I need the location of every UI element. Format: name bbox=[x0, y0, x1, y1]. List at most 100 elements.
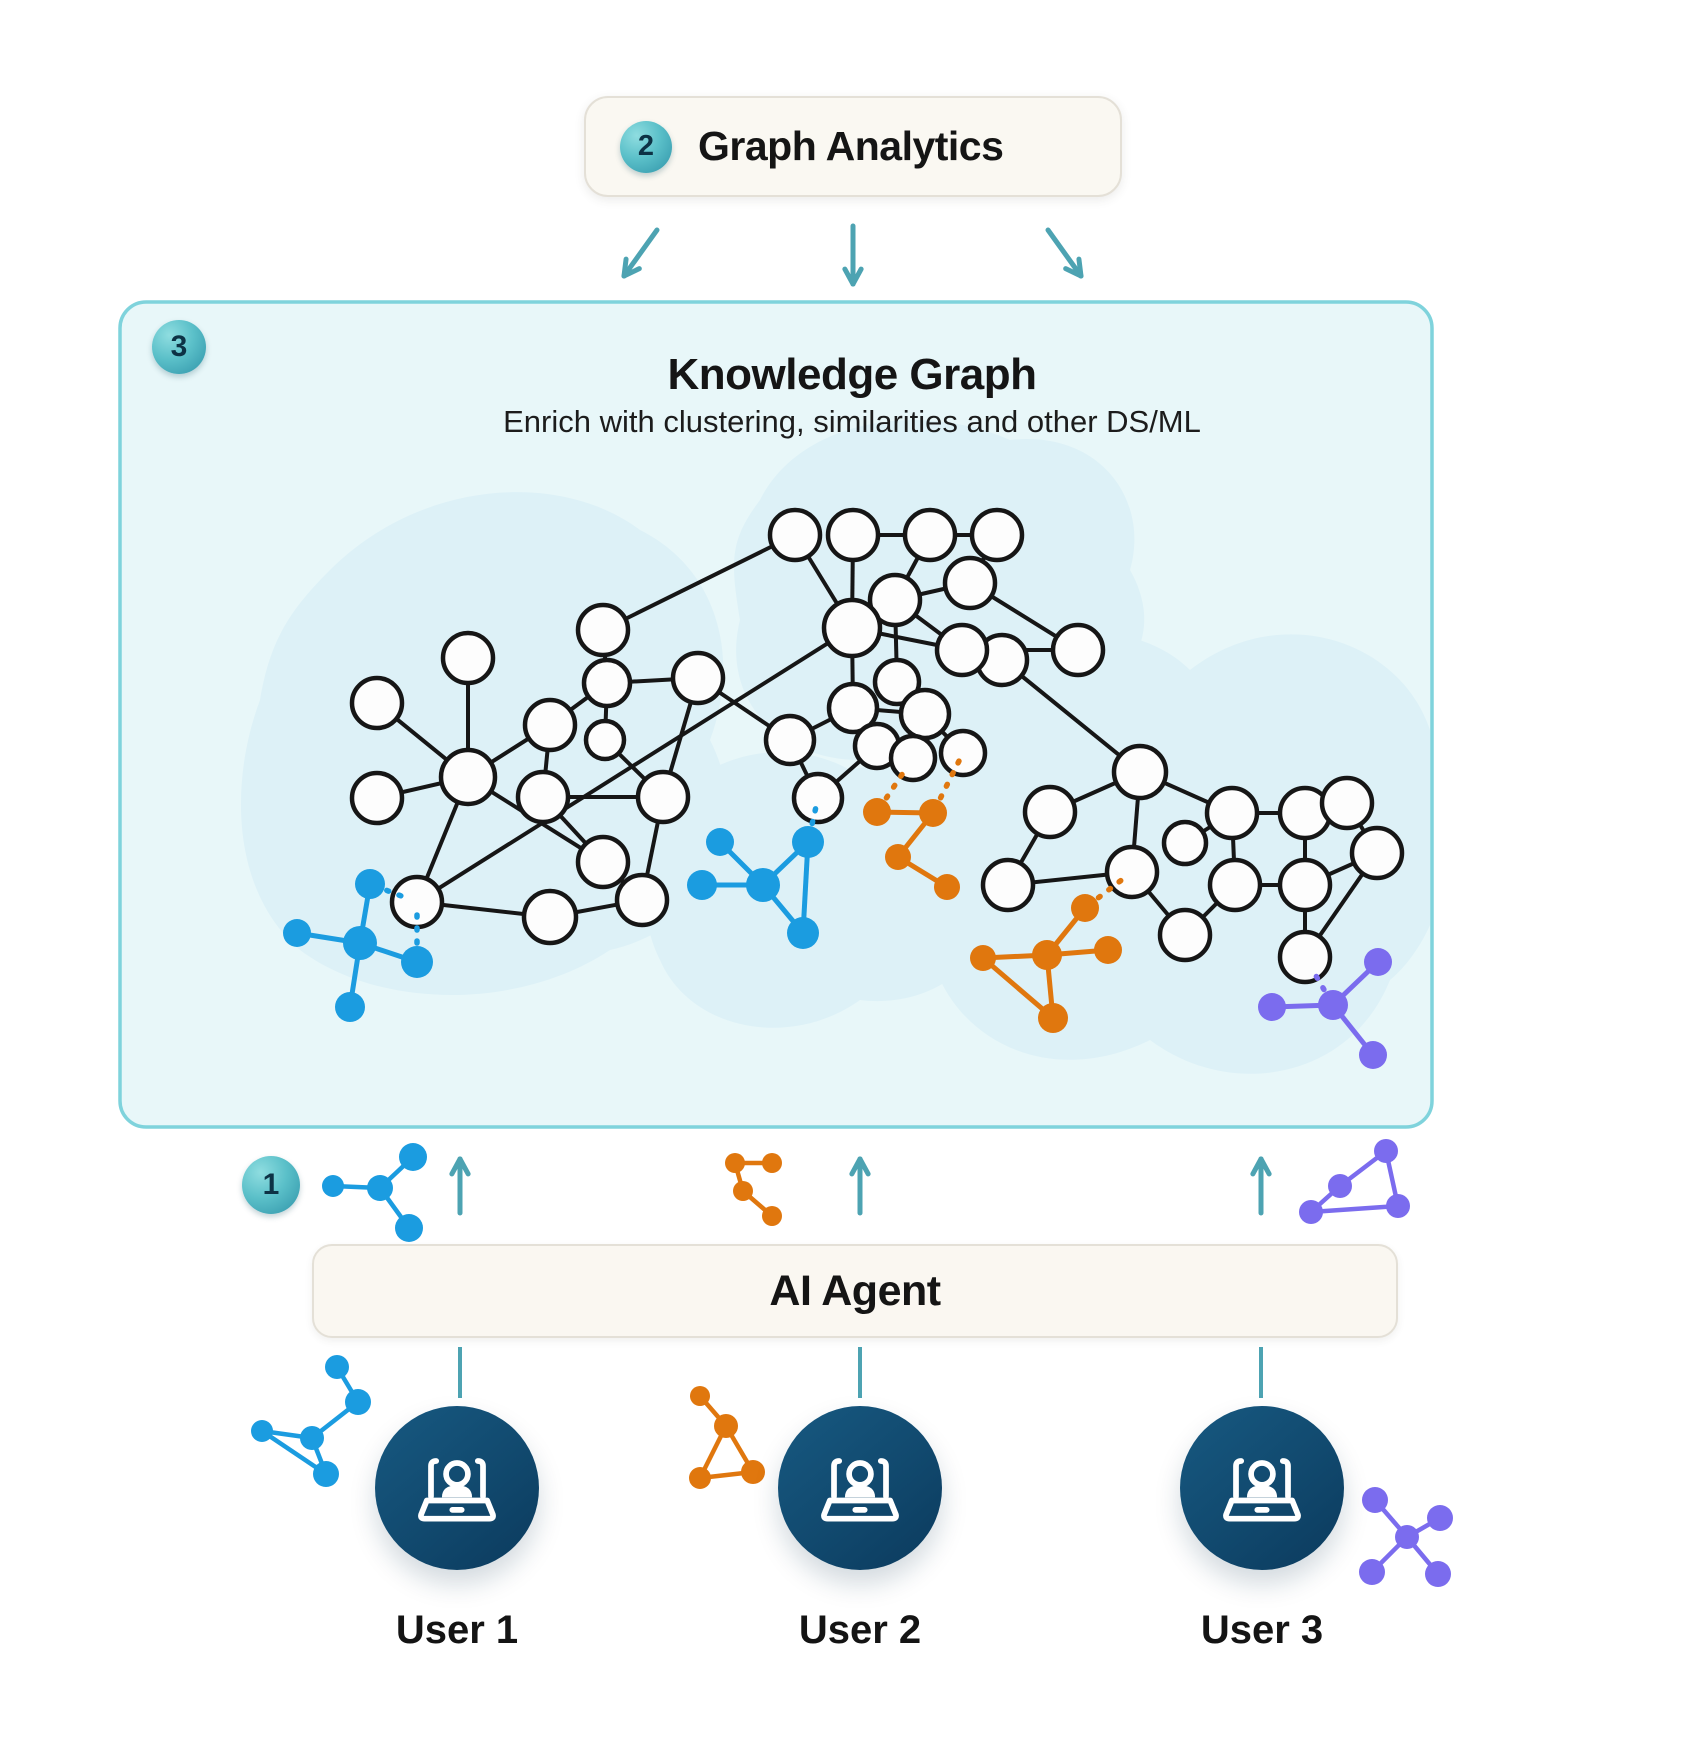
ingest-graph-user2-node bbox=[725, 1153, 745, 1173]
user-1-avatar bbox=[375, 1406, 539, 1570]
blue-community-node bbox=[335, 992, 365, 1022]
graph-node bbox=[1157, 907, 1213, 963]
graph-node bbox=[1349, 825, 1405, 881]
purple-community-node bbox=[1318, 990, 1348, 1020]
graph-node bbox=[521, 888, 579, 946]
ingest-graph-user1-node bbox=[322, 1175, 344, 1197]
user1-graph bbox=[251, 1355, 371, 1487]
user2-graph bbox=[689, 1386, 765, 1489]
up-arrow-icon bbox=[449, 1156, 471, 1216]
purple-community-node bbox=[1364, 948, 1392, 976]
orange-community-b-edge bbox=[981, 956, 1055, 1020]
ingest-up-arrows bbox=[449, 1156, 1272, 1216]
ingest-graph-user3-edge bbox=[1310, 1203, 1399, 1215]
user-1-label: User 1 bbox=[395, 1608, 519, 1652]
user2-graph-node bbox=[741, 1460, 765, 1484]
agent-user-connectors bbox=[458, 1347, 1263, 1398]
graph-node bbox=[942, 555, 998, 611]
cyan-community-dotted-link bbox=[809, 805, 819, 827]
graph-node bbox=[515, 769, 571, 825]
graph-node bbox=[1277, 857, 1333, 913]
ingest-graph-user3-node bbox=[1386, 1194, 1410, 1218]
ingest-graph-user3-node bbox=[1299, 1200, 1323, 1224]
graph-node bbox=[1204, 785, 1260, 841]
ai-agent-label: AI Agent bbox=[769, 1266, 941, 1315]
user-2-avatar bbox=[778, 1406, 942, 1570]
blue-community-node bbox=[355, 869, 385, 899]
graph-node bbox=[635, 769, 691, 825]
graph-node bbox=[825, 507, 881, 563]
ingest-graph-user3-node bbox=[1328, 1174, 1352, 1198]
blue-community-node bbox=[343, 926, 377, 960]
purple-community-node bbox=[1359, 1041, 1387, 1069]
graph-node bbox=[867, 572, 923, 628]
graph-node bbox=[349, 675, 405, 731]
orange-community-a-node bbox=[934, 874, 960, 900]
purple-community-node bbox=[1258, 993, 1286, 1021]
user-2-label: User 2 bbox=[798, 1608, 922, 1652]
graph-node bbox=[438, 747, 498, 807]
orange-community-b-dotted-link bbox=[1095, 876, 1126, 901]
graph-edge bbox=[415, 626, 854, 904]
graph-edge bbox=[602, 533, 796, 632]
ingest-graph-user2 bbox=[725, 1153, 782, 1226]
orange-community-a-node bbox=[919, 799, 947, 827]
blue-community-node bbox=[283, 919, 311, 947]
cyan-community-node bbox=[792, 826, 824, 858]
orange-community-a-node bbox=[863, 798, 891, 826]
ingest-graph-user3 bbox=[1299, 1139, 1410, 1224]
graph-node bbox=[767, 507, 823, 563]
graph-node bbox=[791, 771, 845, 825]
graph-node bbox=[763, 713, 817, 767]
user3-graph-node bbox=[1362, 1487, 1388, 1513]
user1-graph-node bbox=[325, 1355, 349, 1379]
ingest-graph-user2-node bbox=[762, 1206, 782, 1226]
cyan-community-node bbox=[687, 870, 717, 900]
graph-edge bbox=[1000, 658, 1142, 774]
graph-node bbox=[826, 681, 880, 735]
user2-graph-node bbox=[689, 1467, 711, 1489]
graph-node bbox=[581, 657, 633, 709]
graph-node bbox=[1022, 784, 1078, 840]
user3-graph-node bbox=[1427, 1505, 1453, 1531]
graph-node bbox=[821, 597, 883, 659]
graph-analytics-label: Graph Analytics bbox=[698, 123, 1004, 169]
cyan-community-node bbox=[746, 868, 780, 902]
graph-node bbox=[440, 630, 496, 686]
analytics-down-arrows bbox=[621, 223, 1084, 287]
user1-graph-node bbox=[300, 1426, 324, 1450]
user1-graph-node bbox=[251, 1420, 273, 1442]
graph-node bbox=[575, 602, 631, 658]
blue-community-dotted-link bbox=[384, 887, 409, 901]
user3-graph-node bbox=[1359, 1559, 1385, 1585]
cyan-community-node bbox=[787, 917, 819, 949]
community-nodes bbox=[283, 798, 1392, 1069]
orange-community-a-node bbox=[885, 844, 911, 870]
orange-community-b-node bbox=[1032, 940, 1062, 970]
blue-community-node bbox=[401, 946, 433, 978]
similarity-links bbox=[384, 758, 1327, 993]
graph-node bbox=[614, 872, 670, 928]
graph-node bbox=[1050, 622, 1106, 678]
graph-node bbox=[980, 857, 1036, 913]
knowledge-graph-title: Knowledge Graph bbox=[667, 350, 1037, 399]
mini-graphs bbox=[251, 1139, 1453, 1587]
user-3-avatar bbox=[1180, 1406, 1344, 1570]
graph-node bbox=[575, 834, 631, 890]
ingest-graph-user1-node bbox=[367, 1175, 393, 1201]
laptop-user-icon bbox=[821, 1458, 899, 1522]
graph-node bbox=[888, 733, 938, 783]
step-3-badge: 3 bbox=[152, 320, 206, 374]
orange-community-b-node bbox=[1094, 936, 1122, 964]
user3-graph-node bbox=[1395, 1525, 1419, 1549]
graph-node bbox=[1207, 857, 1263, 913]
graph-node bbox=[583, 718, 627, 762]
user2-graph-node bbox=[714, 1414, 738, 1438]
cyan-community-node bbox=[706, 828, 734, 856]
ingest-graph-user1-node bbox=[399, 1143, 427, 1171]
graph-node bbox=[349, 770, 405, 826]
graph-node bbox=[1111, 743, 1169, 801]
user1-graph-node bbox=[313, 1461, 339, 1487]
user3-graph-node bbox=[1425, 1561, 1451, 1587]
